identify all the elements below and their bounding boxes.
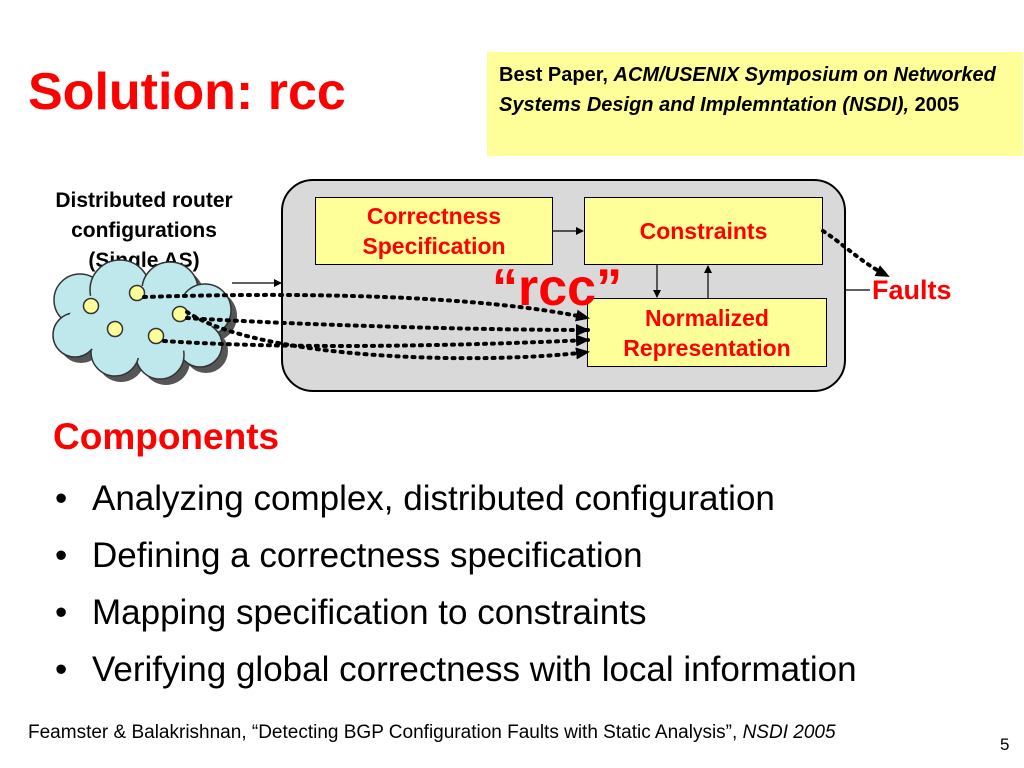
router-flow xyxy=(185,316,590,336)
list-item: • Verifying global correctness with local… xyxy=(55,641,857,698)
citation-venue: NSDI 2005 xyxy=(742,722,836,743)
bullet-icon: • xyxy=(55,479,68,518)
award-venue: ACM/USENIX Symposium on Networked System… xyxy=(499,64,996,116)
list-item-text: Mapping specification to constraints xyxy=(92,593,647,632)
input-label-line1: Distributed router xyxy=(55,189,233,212)
norm-line1: Normalized xyxy=(645,304,769,331)
faults-label: Faults xyxy=(872,275,952,305)
citation: Feamster & Balakrishnan, “Detecting BGP … xyxy=(28,722,836,744)
bullet-icon: • xyxy=(55,650,68,689)
rcc-label: “rcc” xyxy=(492,259,623,317)
router-flow xyxy=(162,334,590,348)
constraints-label: Constraints xyxy=(639,218,768,244)
correctness-specification-box: Correctness Specification xyxy=(315,197,553,265)
faults-flow xyxy=(821,229,890,278)
router-node xyxy=(171,305,189,323)
norm-line2: Representation xyxy=(623,334,791,361)
bullet-icon: • xyxy=(55,593,68,632)
components-list: • Analyzing complex, distributed configur… xyxy=(55,470,857,698)
list-item: • Analyzing complex, distributed configur… xyxy=(55,470,857,527)
components-heading: Components xyxy=(53,416,280,457)
router-node xyxy=(128,284,146,302)
spec-line1: Correctness xyxy=(366,203,502,229)
list-item-text: Verifying global correctness with local … xyxy=(92,650,857,689)
router-node xyxy=(82,297,100,315)
bullet-icon: • xyxy=(55,536,68,575)
dotted-flows xyxy=(142,229,890,361)
list-item: • Mapping specification to constraints xyxy=(55,584,857,641)
input-label-line2: configurations xyxy=(71,219,217,242)
router-node xyxy=(106,320,124,338)
slide-title: Solution: rcc xyxy=(28,63,346,121)
router-node xyxy=(147,327,165,345)
list-item: • Defining a correctness specification xyxy=(55,527,857,584)
award-year: 2005 xyxy=(909,94,960,116)
list-item-text: Defining a correctness specification xyxy=(92,536,643,575)
list-item-text: Analyzing complex, distributed configura… xyxy=(92,479,775,518)
cloud-core xyxy=(68,286,212,358)
normalized-representation-box: Normalized Representation xyxy=(587,298,827,367)
router-nodes xyxy=(82,284,189,345)
constraints-box: Constraints xyxy=(584,197,823,265)
citation-text: Feamster & Balakrishnan, “Detecting BGP … xyxy=(28,722,743,743)
router-flow xyxy=(185,310,590,361)
award-note: Best Paper, ACM/USENIX Symposium on Netw… xyxy=(487,52,1023,156)
spec-line2: Specification xyxy=(362,233,506,259)
router-flow xyxy=(142,292,590,322)
award-prefix: Best Paper, xyxy=(499,64,614,86)
page-number: 5 xyxy=(1000,735,1010,754)
